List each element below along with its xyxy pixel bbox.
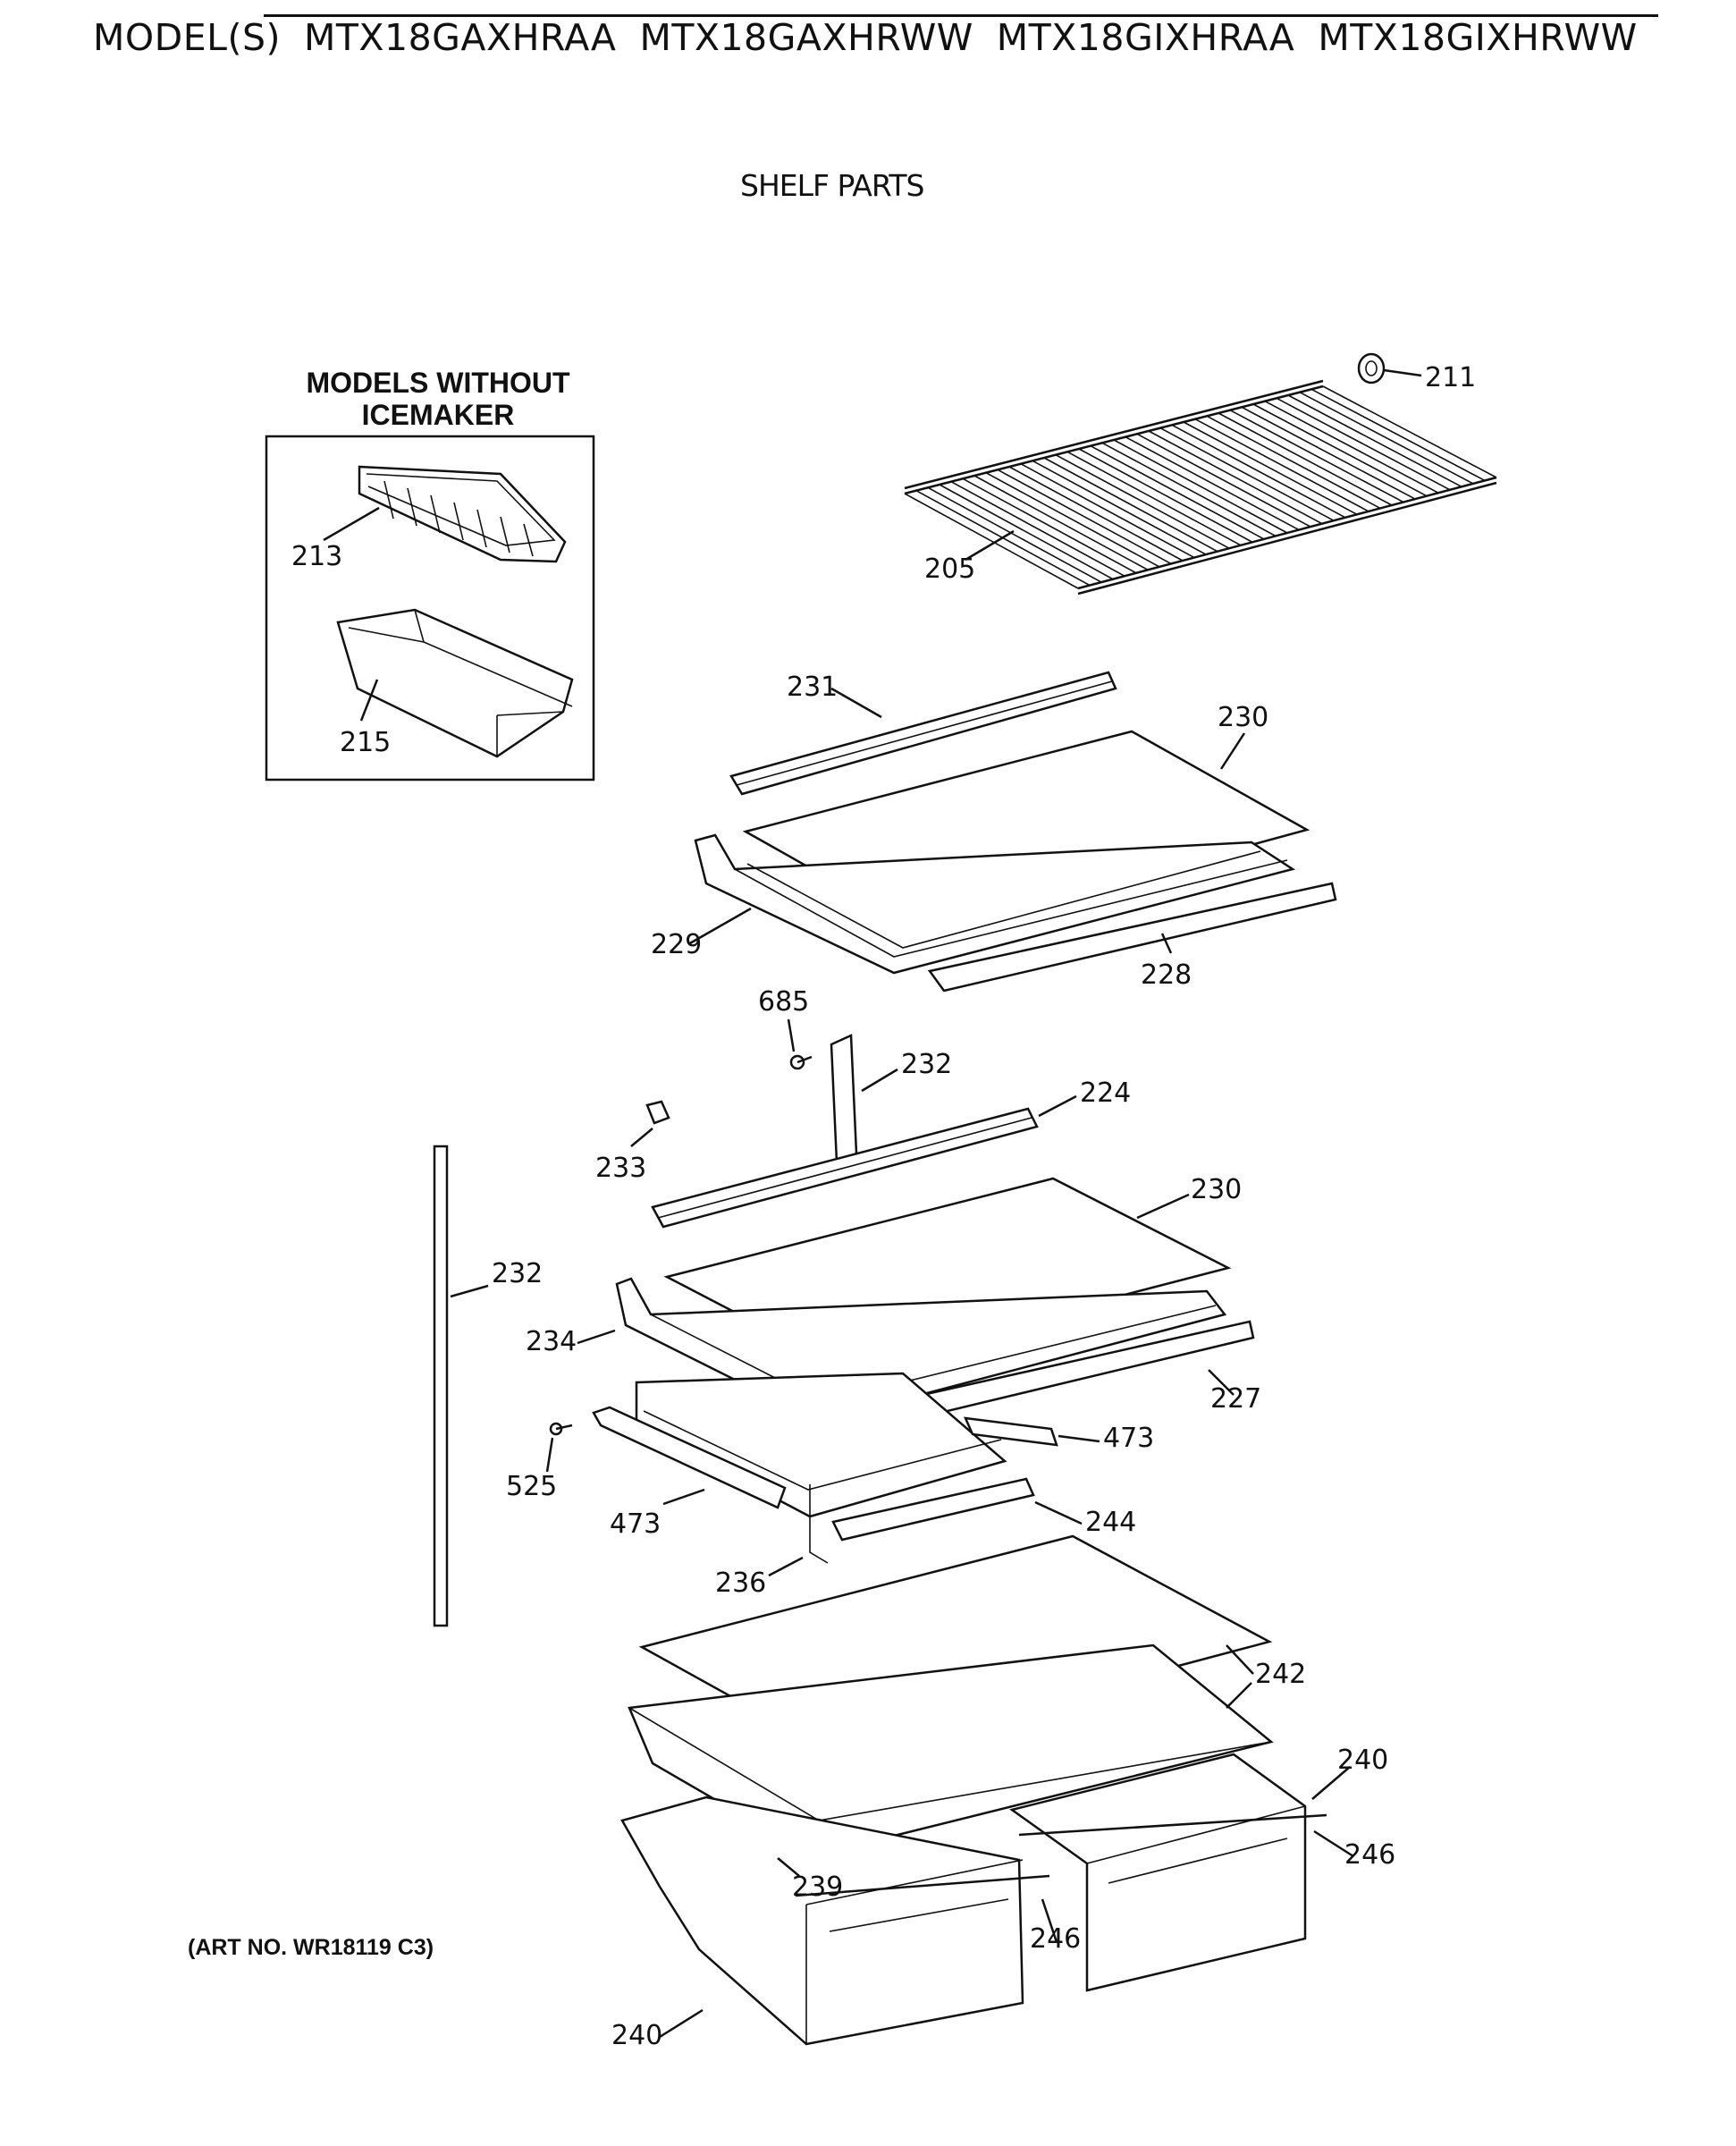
model-number: MTX18GIXHRAA	[996, 16, 1295, 59]
leader-lines	[323, 368, 1422, 2039]
rear-rail-231	[729, 671, 1117, 796]
inset-title-line2: ICEMAKER	[361, 399, 515, 431]
ice-bin-215	[336, 608, 574, 758]
callout-242: 242	[1255, 1659, 1306, 1690]
callout-230-upper: 230	[1218, 702, 1268, 733]
drawer-handle-246-left	[795, 1874, 1050, 1897]
shelf-support-232-lower	[433, 1145, 449, 1627]
cover-assembly-236	[635, 1372, 1007, 1564]
crisper-drawer-240-right	[1009, 1753, 1307, 1992]
callout-233: 233	[595, 1153, 646, 1184]
screw-525	[549, 1422, 573, 1436]
callout-240-right: 240	[1337, 1745, 1388, 1776]
shelf-support-232-upper	[830, 1034, 858, 1164]
callout-205: 205	[924, 553, 975, 585]
trim-244	[831, 1477, 1035, 1542]
model-header: MODEL(S) MTX18GAXHRAA MTX18GAXHRWW MTX18GIX…	[93, 16, 1661, 59]
callout-213: 213	[291, 541, 342, 572]
models-prefix: MODEL(S)	[93, 16, 281, 59]
inset-title-line1: MODELS WITHOUT	[306, 367, 570, 399]
callout-224: 224	[1080, 1077, 1131, 1109]
callout-227: 227	[1210, 1383, 1261, 1415]
rear-rail-224	[651, 1107, 1039, 1229]
header-rule	[264, 14, 1658, 17]
drawer-slide-473-left	[592, 1406, 787, 1509]
callout-473-left: 473	[610, 1508, 661, 1540]
clip-233	[645, 1100, 670, 1125]
wire-shelf-205	[904, 379, 1497, 596]
callout-246-right: 246	[1344, 1839, 1395, 1871]
callout-229: 229	[651, 929, 702, 960]
callout-215: 215	[340, 727, 391, 758]
callout-236: 236	[715, 1567, 766, 1599]
callout-231: 231	[787, 672, 838, 703]
callout-239: 239	[792, 1871, 843, 1903]
callout-685: 685	[758, 986, 809, 1018]
callout-228: 228	[1141, 959, 1192, 991]
model-number: MTX18GAXHRAA	[303, 16, 617, 59]
shelf-frame-229	[694, 833, 1296, 975]
callout-211: 211	[1425, 362, 1476, 393]
ice-tray-213	[358, 465, 567, 563]
callout-232-lower: 232	[492, 1258, 543, 1289]
inset-title: MODELS WITHOUT ICEMAKER	[268, 367, 608, 431]
art-number: (ART NO. WR18119 C3)	[188, 1935, 434, 1960]
callout-230-lower: 230	[1191, 1174, 1242, 1205]
shelf-cap-211	[1357, 352, 1386, 384]
callout-232-upper: 232	[901, 1049, 952, 1080]
callout-234: 234	[526, 1326, 577, 1357]
front-trim-228	[927, 882, 1337, 993]
screw-685	[789, 1054, 813, 1070]
drawer-slide-473-right	[963, 1416, 1058, 1447]
section-title: SHELF PARTS	[740, 168, 924, 203]
model-number: MTX18GIXHRWW	[1318, 16, 1638, 59]
callout-246-left: 246	[1030, 1923, 1081, 1955]
model-number: MTX18GAXHRWW	[639, 16, 973, 59]
inset-box	[265, 435, 595, 782]
drawer-handle-246-right	[1018, 1813, 1327, 1837]
callout-244: 244	[1085, 1507, 1136, 1538]
crisper-drawer-240-left	[620, 1795, 1024, 2046]
callout-525: 525	[506, 1471, 557, 1502]
callout-240-left: 240	[611, 2020, 662, 2051]
callout-473-right: 473	[1103, 1423, 1154, 1454]
